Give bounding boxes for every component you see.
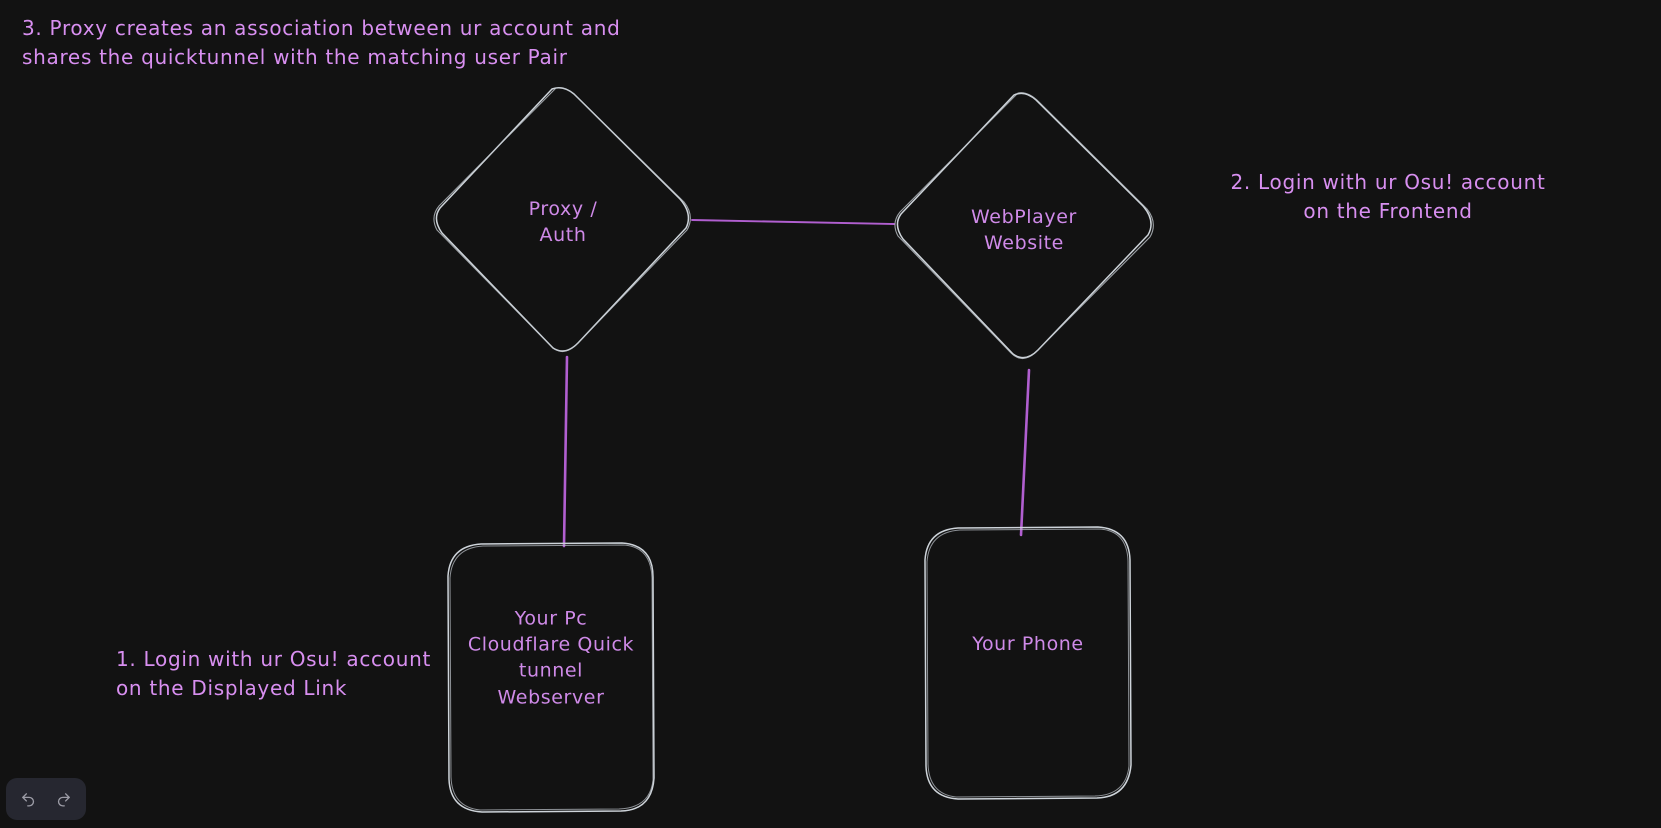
undo-icon <box>20 791 37 808</box>
node-your-pc[interactable] <box>447 542 655 813</box>
node-proxy-auth[interactable] <box>433 87 691 353</box>
connector-proxy-to-your-pc[interactable] <box>562 355 569 548</box>
connector-proxy-to-webplayer[interactable] <box>691 219 895 225</box>
node-your-phone[interactable] <box>924 526 1132 800</box>
annotation-step-1[interactable]: 1. Login with ur Osu! account on the Dis… <box>116 647 431 700</box>
node-webplayer-website[interactable] <box>894 92 1154 360</box>
redo-icon <box>55 791 72 808</box>
annotation-step-2[interactable]: 2. Login with ur Osu! account on the Fro… <box>1230 170 1546 223</box>
annotation-step-3[interactable]: 3. Proxy creates an association between … <box>22 16 621 69</box>
undo-redo-toolbar <box>6 778 86 820</box>
connector-webplayer-to-your-phone[interactable] <box>1019 368 1031 537</box>
redo-button[interactable] <box>48 784 79 815</box>
undo-button[interactable] <box>13 784 44 815</box>
